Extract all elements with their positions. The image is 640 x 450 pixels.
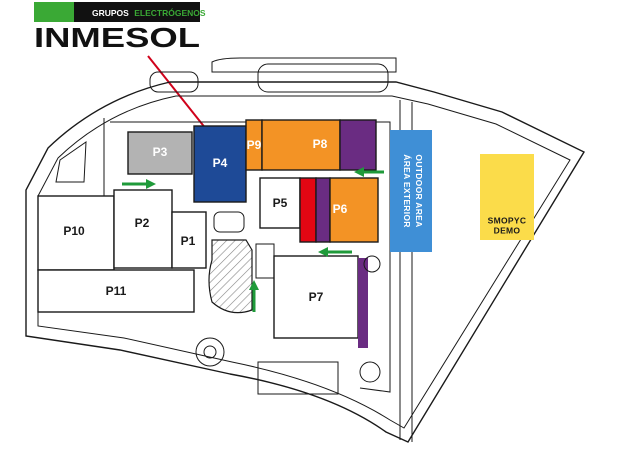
venue-inner-boundary <box>37 95 571 429</box>
hall-p2[interactable]: P2 <box>113 189 173 269</box>
inmesol-logo[interactable]: GRUPOS ELECTRÓGENOS INMESOL <box>34 2 206 53</box>
logo-tagline-prefix: GRUPOS <box>92 8 129 18</box>
hall-p11[interactable]: P11 <box>37 269 195 313</box>
hall-p4[interactable]: P4 <box>193 125 247 203</box>
parking-block-2 <box>257 63 389 93</box>
venue-outer-boundary <box>25 81 585 443</box>
logo-pointer-line <box>147 55 211 135</box>
smopyc-demo-area[interactable]: SMOPYC DEMO <box>480 154 534 240</box>
parking-block <box>149 71 199 93</box>
logo-tagline-highlight: ELECTRÓGENOS <box>134 7 206 18</box>
logo-band <box>74 2 200 22</box>
hatched-garden <box>208 239 253 314</box>
parking-strip <box>211 57 397 73</box>
entrance-arrow-p6 <box>318 247 352 257</box>
hall-p8-purple-section <box>339 119 377 171</box>
hall-p7-purple-strip <box>358 258 368 348</box>
hall-p10[interactable]: P10 <box>37 195 115 271</box>
hall-p6-red-section <box>299 177 317 243</box>
logo-accent <box>34 2 84 22</box>
small-building <box>213 211 245 233</box>
bottom-building <box>257 361 339 395</box>
roundabout-inner <box>203 345 217 359</box>
logo-brand: INMESOL <box>34 22 200 53</box>
hall-p7[interactable]: P7 <box>273 255 368 348</box>
hall-p1[interactable]: P1 <box>171 211 207 269</box>
entrance-arrow-p8 <box>354 167 384 177</box>
roundabout-right <box>359 361 381 383</box>
hall-p5[interactable]: P5 <box>259 177 301 229</box>
hall-p6-purple-section <box>315 177 331 243</box>
entrance-arrow-west <box>122 179 156 189</box>
left-wedge <box>55 141 87 183</box>
roundabout <box>195 337 225 367</box>
logo-tagline: GRUPOS ELECTRÓGENOS <box>92 7 206 18</box>
entrance-arrow-south <box>249 280 259 312</box>
hall-p8[interactable]: P8 <box>261 119 377 171</box>
hall-p9[interactable]: P9 <box>245 119 263 171</box>
outdoor-area[interactable]: ÁREA EXTERIOR OUTDOOR AREA <box>390 130 432 252</box>
entry-building <box>255 243 275 279</box>
hall-p6[interactable]: P6 <box>299 177 379 243</box>
roundabout-small <box>363 255 381 273</box>
hall-p3[interactable]: P3 <box>127 131 193 175</box>
